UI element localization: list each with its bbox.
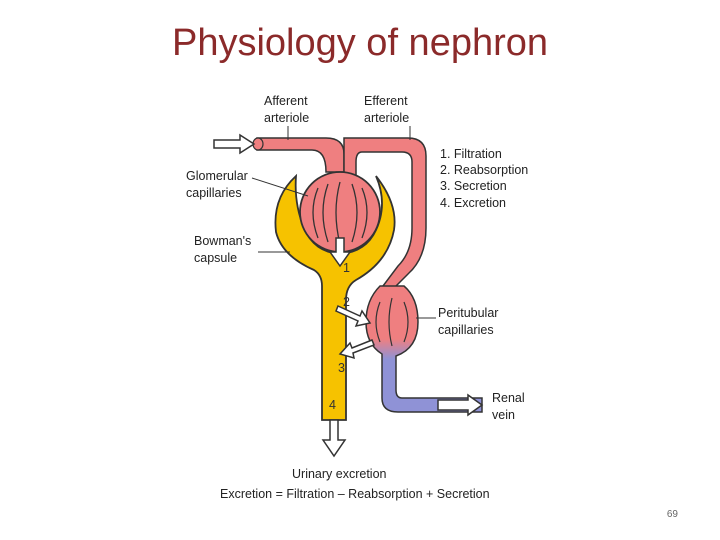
excretion-equation: Excretion = Filtration – Reabsorption + … <box>220 487 490 501</box>
efferent-label-line1: Efferent <box>364 94 408 108</box>
process-excretion: 4. Excretion <box>440 196 506 210</box>
reabsorption-arrow <box>335 304 372 328</box>
afferent-label-line1: Afferent <box>264 94 308 108</box>
peritubular-loops <box>375 297 409 347</box>
slide-title: Physiology of nephron <box>171 22 549 64</box>
leader-lines <box>251 126 436 319</box>
peritubular-label-line1: Peritubular <box>438 306 498 320</box>
step-number-4: 4 <box>329 398 336 412</box>
step-number-2: 2 <box>343 295 350 309</box>
process-secretion: 3. Secretion <box>440 179 507 193</box>
afferent-inflow-arrow <box>213 133 256 155</box>
urinary-excretion-label: Urinary excretion <box>292 467 387 481</box>
glomerular-loops <box>312 181 368 245</box>
renal-vein-label-line1: Renal <box>492 391 525 405</box>
excretion-arrow <box>321 419 347 458</box>
efferent-label-line2: arteriole <box>364 111 409 125</box>
afferent-arteriole <box>256 137 345 173</box>
filtration-arrow <box>328 237 352 268</box>
afferent-label-line2: arteriole <box>264 111 309 125</box>
bowman-label-line1: Bowman's <box>194 234 251 248</box>
page-number: 69 <box>666 509 678 520</box>
step-number-1: 1 <box>343 261 350 275</box>
renal-vein-arrow <box>437 393 484 417</box>
efferent-arteriole <box>343 137 427 291</box>
bowman-label-line2: capsule <box>194 251 237 265</box>
process-reabsorption: 2. Reabsorption <box>440 163 528 177</box>
peritubular-capillaries <box>365 285 483 413</box>
glomerular-label-line2: capillaries <box>186 186 242 200</box>
renal-vein-label-line2: vein <box>492 408 515 422</box>
secretion-arrow <box>338 339 375 360</box>
process-filtration: 1. Filtration <box>440 147 502 161</box>
step-number-3: 3 <box>338 361 345 375</box>
glomerular-label-line1: Glomerular <box>186 169 248 183</box>
peritubular-label-line2: capillaries <box>438 323 494 337</box>
